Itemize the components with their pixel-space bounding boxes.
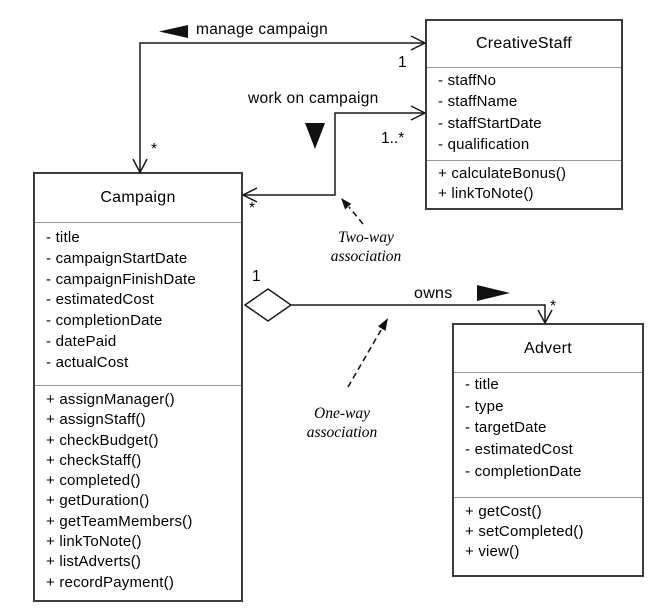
- advert-attribute: - targetDate: [465, 419, 547, 437]
- class-title-creativestaff: CreativeStaff: [475, 35, 573, 52]
- one-way-note-line2: association: [306, 424, 378, 441]
- two-way-note-line1: Two-way: [338, 229, 394, 246]
- creativestaff-attribute: - staffName: [438, 93, 518, 111]
- campaign-attribute: - campaignFinishDate: [46, 270, 196, 288]
- advert-method: + getCost(): [465, 503, 542, 520]
- work-on-campaign-label: work on campaign: [248, 90, 379, 107]
- creativestaff-method: + linkToNote(): [438, 184, 534, 202]
- campaign-attributes-section: - title - campaignStartDate - campaignFini…: [35, 222, 241, 385]
- multiplicity-manage-staff-end: 1: [398, 54, 407, 71]
- campaign-method: + checkBudget(): [46, 431, 159, 449]
- two-way-association-note: Two-way association: [331, 228, 402, 266]
- campaign-method: + listAdverts(): [46, 553, 142, 571]
- class-title-advert: Advert: [523, 339, 573, 357]
- creativestaff-attribute: - staffNo: [438, 72, 497, 89]
- campaign-method: + assignManager(): [46, 391, 175, 408]
- advert-attribute: - completionDate: [465, 462, 582, 480]
- multiplicity-owns-campaign-end: 1: [252, 268, 261, 285]
- advert-methods-section: + getCost() + setCompleted() + view(): [454, 497, 642, 574]
- two-way-note-dashed-pointer: [348, 206, 364, 225]
- down-filled-triangle-icon: [305, 123, 325, 149]
- open-arrowhead-into-creativestaff-manage: [410, 35, 427, 51]
- open-aggregation-diamond-icon: [243, 288, 293, 322]
- campaign-method: + getTeamMembers(): [46, 512, 193, 530]
- advert-method: + setCompleted(): [465, 523, 584, 540]
- campaign-method: + recordPayment(): [46, 573, 175, 591]
- multiplicity-manage-campaign-end: *: [151, 141, 158, 158]
- campaign-attribute: - estimatedCost: [46, 291, 155, 309]
- advert-attribute: - title: [465, 376, 499, 393]
- campaign-method: + completed(): [46, 472, 141, 490]
- campaign-method: + assignStaff(): [46, 411, 146, 429]
- class-title-campaign: Campaign: [100, 189, 176, 206]
- work-on-campaign-association-line: [244, 112, 424, 196]
- advert-method: + view(): [465, 543, 520, 560]
- campaign-attribute: - completionDate: [46, 312, 163, 330]
- advert-attribute: - estimatedCost: [465, 441, 574, 459]
- creativestaff-attributes-section: - staffNo - staffName - staffStartDate - qu…: [427, 67, 621, 160]
- creativestaff-attribute: - qualification: [438, 136, 530, 154]
- campaign-attribute: - actualCost: [46, 353, 129, 371]
- right-filled-triangle-icon: [477, 285, 510, 301]
- manage-campaign-label: manage campaign: [196, 21, 329, 38]
- multiplicity-owns-advert-end: *: [550, 298, 557, 315]
- one-way-note-dashed-pointer: [347, 329, 382, 388]
- two-way-note-line2: association: [330, 248, 402, 265]
- one-way-association-note: One-way association: [307, 404, 378, 442]
- advert-attributes-section: - title - type - targetDate - estimatedCost…: [454, 372, 642, 497]
- creativestaff-methods-section: + calculateBonus() + linkToNote(): [427, 160, 621, 208]
- campaign-attribute: - campaignStartDate: [46, 249, 188, 267]
- creativestaff-method: + calculateBonus(): [438, 165, 567, 182]
- campaign-attribute: - datePaid: [46, 332, 117, 350]
- campaign-method: + linkToNote(): [46, 533, 142, 551]
- multiplicity-work-staff-end: 1..*: [381, 130, 405, 147]
- left-filled-triangle-icon: [159, 25, 188, 38]
- two-way-note-arrowhead-icon: [341, 198, 352, 210]
- one-way-note-line1: One-way: [314, 405, 370, 422]
- one-way-note-arrowhead-icon: [378, 318, 388, 331]
- campaign-attribute: - title: [46, 229, 80, 246]
- class-box-creativestaff: CreativeStaff - staffNo- staffName- staf…: [425, 19, 623, 210]
- open-arrowhead-into-campaign-manage: [132, 158, 148, 175]
- advert-attribute: - type: [465, 397, 504, 415]
- campaign-methods-section: + assignManager() + assignStaff() + checkB…: [35, 385, 241, 600]
- campaign-method: + getDuration(): [46, 492, 150, 510]
- campaign-method: + checkStaff(): [46, 451, 142, 469]
- open-arrowhead-into-creativestaff-work: [410, 105, 427, 121]
- class-box-advert: Advert - title - type - targetDate - estima…: [452, 323, 644, 577]
- class-box-campaign: Campaign - title - campaignStartDate - cam…: [33, 172, 243, 602]
- creativestaff-attribute: - staffStartDate: [438, 114, 542, 132]
- owns-label: owns: [414, 285, 453, 302]
- owns-association-line: [291, 304, 546, 321]
- multiplicity-work-campaign-end: *: [249, 200, 256, 217]
